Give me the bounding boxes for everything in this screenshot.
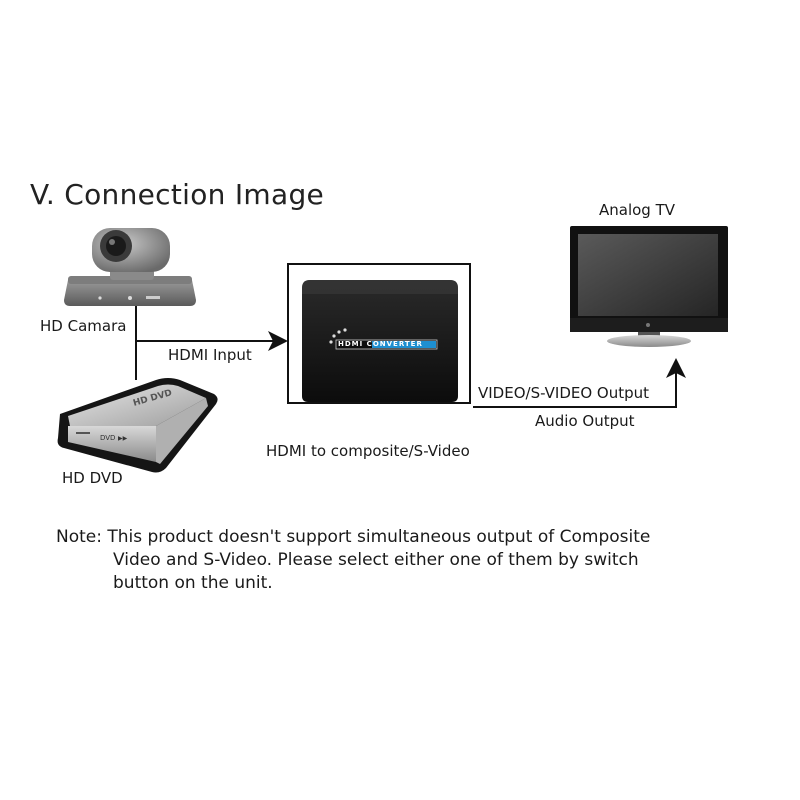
- svg-text:▶▶: ▶▶: [118, 435, 128, 442]
- audio-output-label: Audio Output: [535, 412, 635, 430]
- hd-camera-icon: [64, 228, 196, 306]
- analog-tv-icon: [570, 226, 728, 347]
- output-cable: [473, 358, 686, 408]
- dvd-label: HD DVD: [62, 469, 123, 487]
- note-line-3: button on the unit.: [113, 573, 273, 593]
- product-note: Note: This product doesn't support simul…: [56, 526, 756, 595]
- converter-badge-text: HDMI CONVERTER: [338, 340, 423, 348]
- hdmi-converter-device-icon: [302, 280, 458, 402]
- svg-text:DVD: DVD: [100, 434, 115, 442]
- converter-frame: [287, 263, 471, 404]
- camera-label: HD Camara: [40, 317, 127, 335]
- hd-dvd-player-icon: HD DVD DVD ▶▶: [57, 378, 218, 473]
- note-line-2: Video and S-Video. Please select either …: [113, 550, 639, 570]
- note-line-1: Note: This product doesn't support simul…: [56, 527, 651, 547]
- video-output-label: VIDEO/S-VIDEO Output: [478, 384, 650, 402]
- page-title: V. Connection Image: [30, 178, 325, 211]
- tv-label: Analog TV: [599, 201, 676, 219]
- converter-label: HDMI to composite/S-Video: [266, 442, 470, 460]
- hdmi-input-label: HDMI Input: [168, 346, 252, 364]
